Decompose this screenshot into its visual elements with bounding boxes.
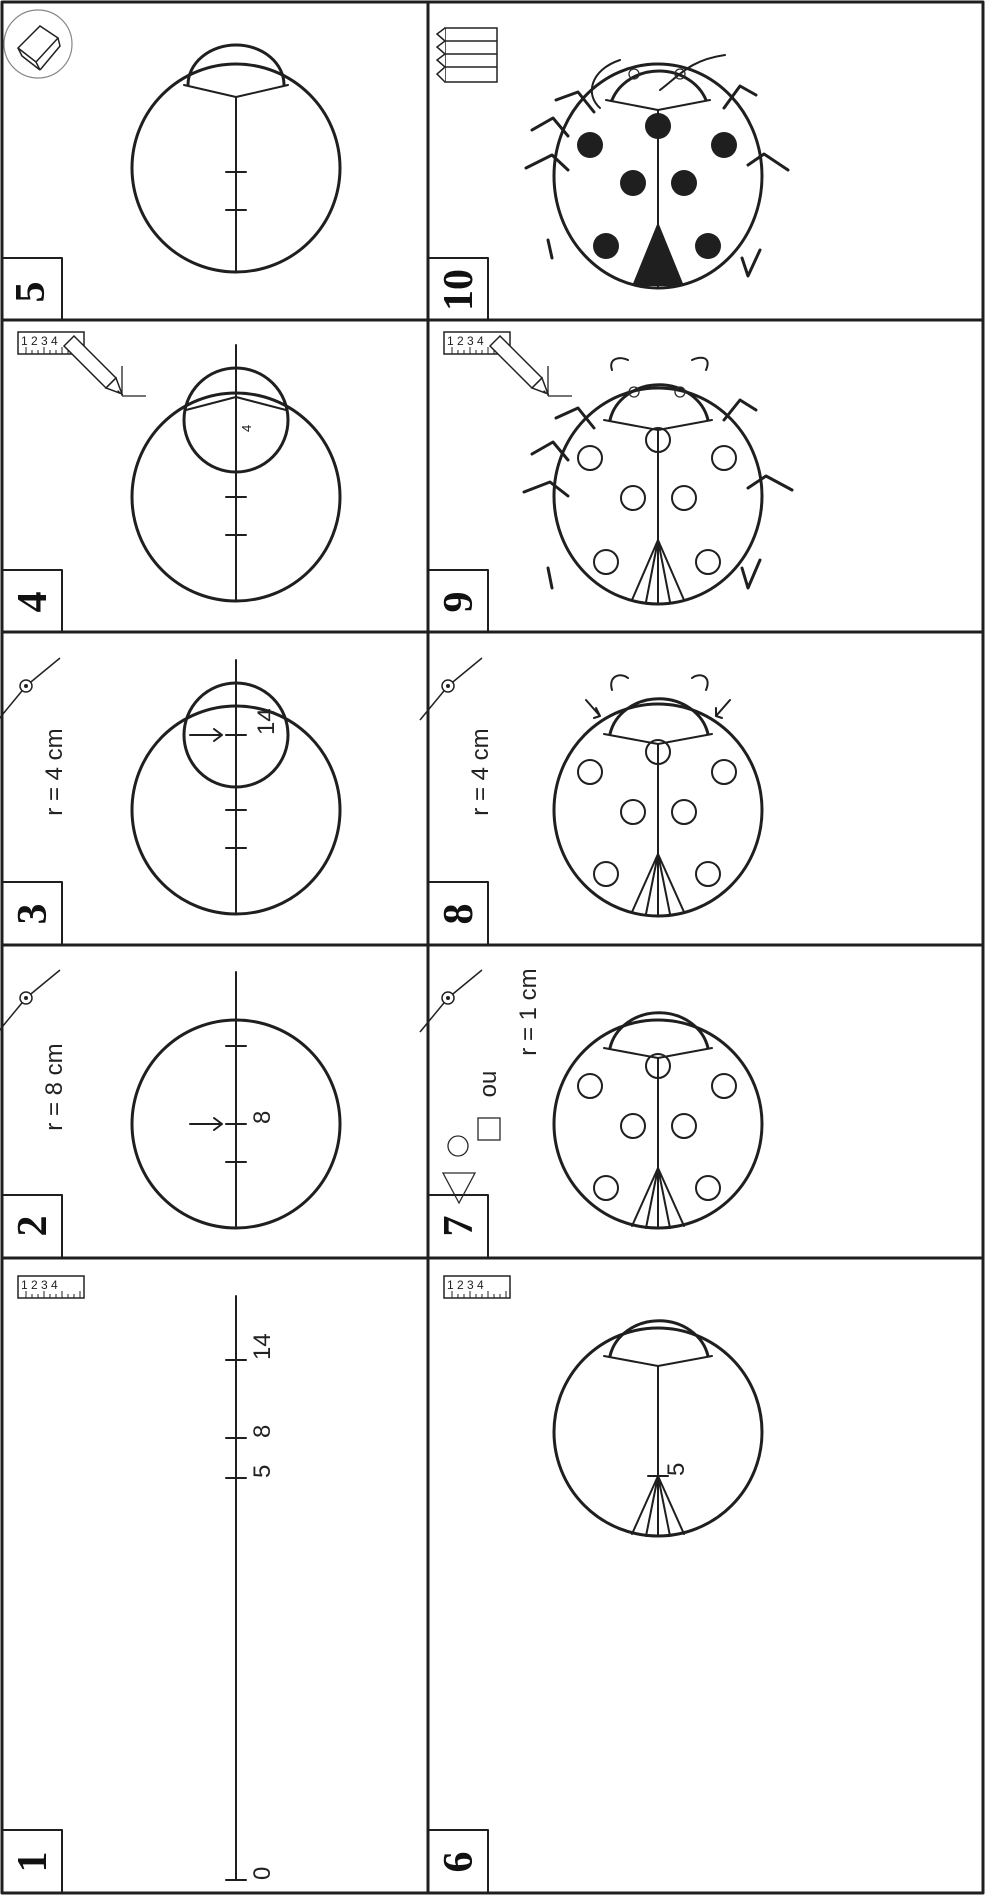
radius-label: r = 1 cm bbox=[515, 968, 542, 1055]
step-number: 10 bbox=[436, 269, 482, 311]
step-8-panel: r = 4 cm 8 bbox=[420, 658, 762, 945]
tick-label: 5 bbox=[663, 1463, 690, 1476]
ladybug-outline bbox=[132, 45, 340, 272]
tick-label: 5 bbox=[249, 1465, 276, 1478]
tick-label: 8 bbox=[249, 1111, 276, 1124]
step-10-panel: 10 bbox=[428, 28, 788, 320]
ladybug-finished bbox=[526, 55, 788, 288]
compass-icon bbox=[0, 658, 60, 720]
step-number: 6 bbox=[436, 1852, 482, 1873]
ruler-icon bbox=[444, 1276, 510, 1298]
step-7-panel: r = 1 cm ou 7 bbox=[420, 968, 762, 1258]
pencil-icon bbox=[64, 336, 146, 396]
tick-label: 0 bbox=[249, 1867, 276, 1880]
construction-lines: 14 bbox=[132, 660, 340, 914]
step-number: 2 bbox=[10, 1216, 56, 1237]
step-1-panel: 0 5 8 14 1 bbox=[2, 1276, 276, 1893]
ladybug-with-spots bbox=[554, 1013, 762, 1228]
ladybug-with-wings: 5 bbox=[554, 1321, 762, 1536]
construction-lines: 0 5 8 14 bbox=[226, 1296, 276, 1880]
construction-lines: 4 bbox=[132, 345, 340, 601]
pencil-icon bbox=[490, 336, 572, 396]
step-number: 7 bbox=[436, 1216, 482, 1237]
step-4-panel: 4 4 bbox=[2, 332, 340, 632]
step-2-panel: r = 8 cm 8 2 bbox=[0, 970, 340, 1258]
tick-label: 4 bbox=[239, 425, 254, 432]
construction-lines: 8 bbox=[132, 972, 340, 1228]
eraser-icon bbox=[4, 10, 72, 78]
step-3-panel: r = 4 cm 14 3 bbox=[0, 658, 340, 945]
step-number: 1 bbox=[10, 1852, 56, 1873]
radius-label: r = 4 cm bbox=[467, 728, 494, 815]
step-number: 3 bbox=[10, 904, 56, 925]
step-number: 8 bbox=[436, 904, 482, 925]
colored-pencils-icon bbox=[437, 28, 497, 82]
tick-label: 8 bbox=[249, 1425, 276, 1438]
step-9-panel: 9 bbox=[428, 332, 792, 632]
compass-icon bbox=[0, 970, 60, 1032]
step-number: 9 bbox=[436, 592, 482, 613]
ladybug-with-legs bbox=[524, 358, 792, 604]
ladybug-with-head bbox=[554, 675, 762, 916]
radius-label: r = 8 cm bbox=[41, 1043, 68, 1130]
tick-label: 14 bbox=[249, 1333, 276, 1360]
shape-templates-icon bbox=[443, 1118, 500, 1203]
step-number: 5 bbox=[8, 282, 54, 303]
step-6-panel: 5 6 bbox=[428, 1276, 762, 1893]
step-5-panel: 5 bbox=[2, 10, 340, 320]
ruler-icon bbox=[18, 1276, 84, 1298]
or-label: ou bbox=[475, 1071, 502, 1098]
tick-label: 14 bbox=[253, 708, 280, 735]
step-number: 4 bbox=[10, 592, 56, 613]
radius-label: r = 4 cm bbox=[41, 728, 68, 815]
